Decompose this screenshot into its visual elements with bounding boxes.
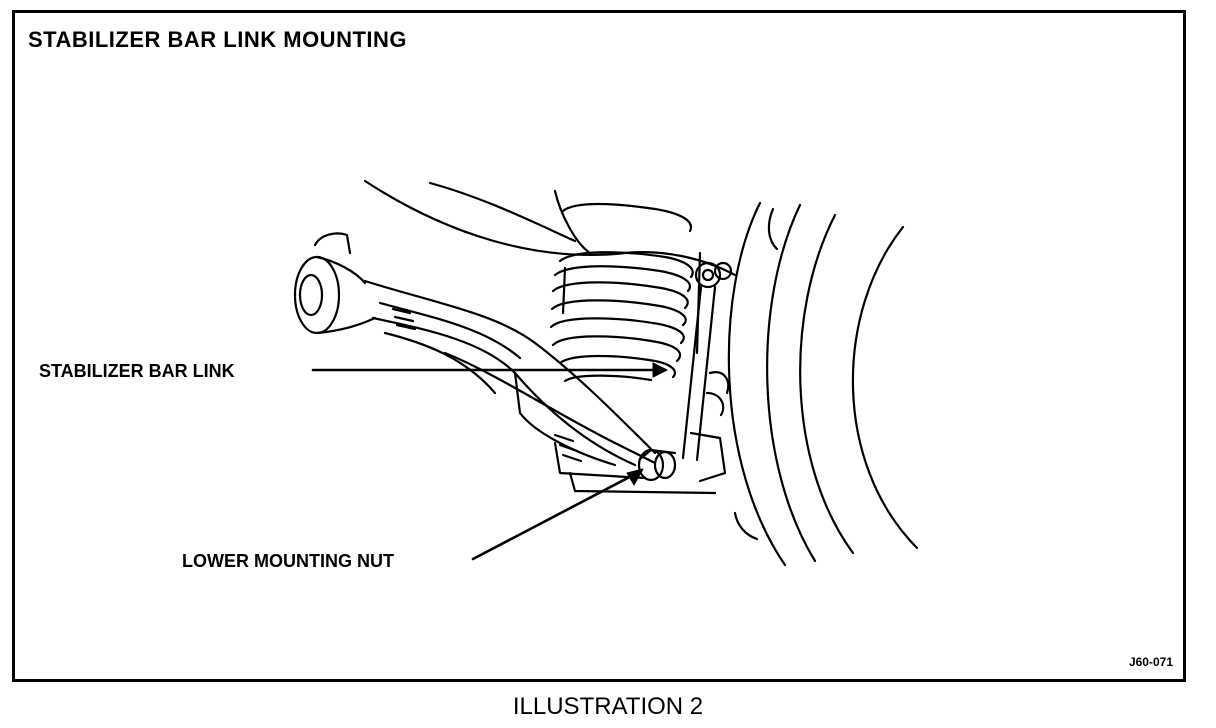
figure-caption: ILLUSTRATION 2 xyxy=(512,693,704,720)
stabilizer-bar-link xyxy=(681,261,733,483)
callout-lower-mounting-nut: LOWER MOUNTING NUT xyxy=(182,551,394,571)
suspension-drawing xyxy=(293,179,919,567)
callout-stabilizer-bar-link: STABILIZER BAR LINK xyxy=(39,361,235,381)
upper-body-line-2 xyxy=(428,181,577,243)
leader-lower-nut xyxy=(471,469,643,561)
leader-arrowhead-link xyxy=(652,362,668,378)
figure-frame: STABILIZER BAR LINK MOUNTING xyxy=(12,10,1186,682)
figure-code: J60-071 xyxy=(1128,655,1173,669)
leader-arrowhead-nut xyxy=(626,468,644,486)
lower-control-arm xyxy=(293,232,717,495)
figure-title: STABILIZER BAR LINK MOUNTING xyxy=(28,27,408,52)
lower-mounting-nut xyxy=(637,448,677,482)
upper-body-line xyxy=(363,179,737,277)
wheel-rotor xyxy=(727,201,919,567)
frame-curve xyxy=(553,189,592,255)
coil-spring xyxy=(549,202,702,383)
